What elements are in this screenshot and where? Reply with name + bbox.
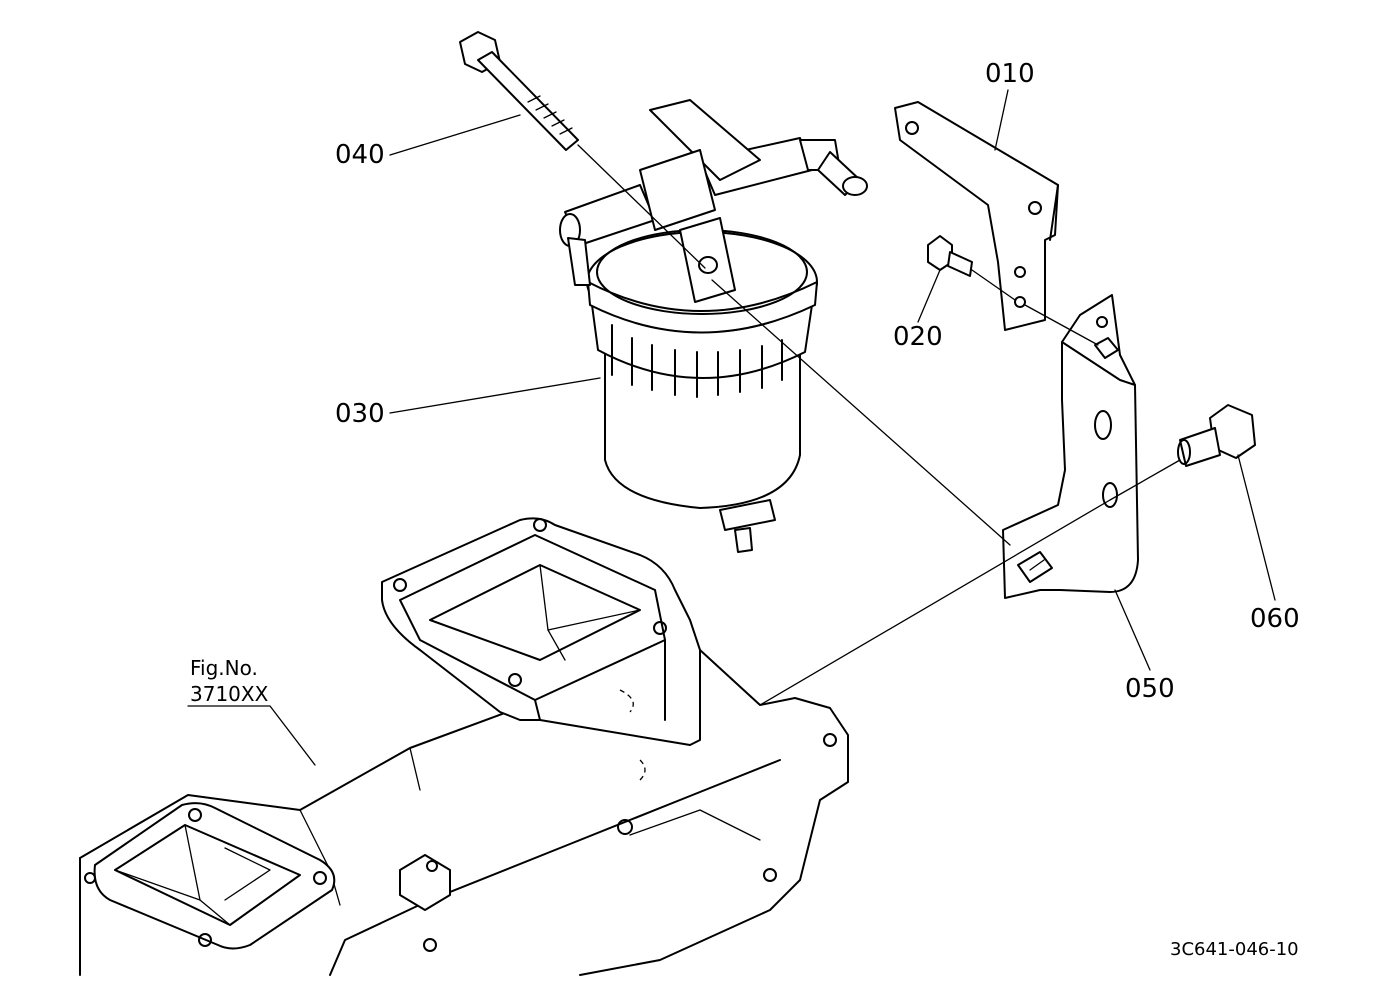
leader-020 bbox=[917, 269, 941, 323]
callout-010: 010 bbox=[985, 59, 1035, 89]
assembly-line-bracket-010-050 bbox=[1024, 304, 1099, 346]
leader-010 bbox=[994, 89, 1009, 151]
leader-fig-ref bbox=[187, 705, 316, 766]
manifold-adapter-flange bbox=[381, 517, 701, 746]
drawing-number: 3C641-046-10 bbox=[1170, 939, 1299, 960]
callout-020: 020 bbox=[893, 322, 943, 352]
bolt-060 bbox=[1109, 404, 1256, 501]
figure-ref-number: 3710XX bbox=[190, 682, 269, 706]
figure-ref-label: Fig.No. bbox=[190, 656, 258, 680]
bracket-050 bbox=[1002, 294, 1139, 599]
leader-030 bbox=[389, 377, 601, 414]
assembly-line-filter-bracket bbox=[711, 279, 1011, 546]
intake-manifold bbox=[79, 649, 849, 976]
callout-050: 050 bbox=[1125, 674, 1175, 704]
leader-060 bbox=[1237, 454, 1276, 601]
leader-040 bbox=[389, 114, 521, 156]
callout-040: 040 bbox=[335, 140, 385, 170]
bolt-020 bbox=[927, 235, 1016, 301]
bracket-010 bbox=[894, 101, 1059, 331]
leader-050 bbox=[1114, 589, 1151, 671]
callout-030: 030 bbox=[335, 399, 385, 429]
callout-060: 060 bbox=[1250, 604, 1300, 634]
fuel-filter bbox=[559, 99, 868, 553]
assembly-line-bracket-manifold bbox=[759, 499, 1111, 706]
bolt-040 bbox=[459, 31, 706, 269]
